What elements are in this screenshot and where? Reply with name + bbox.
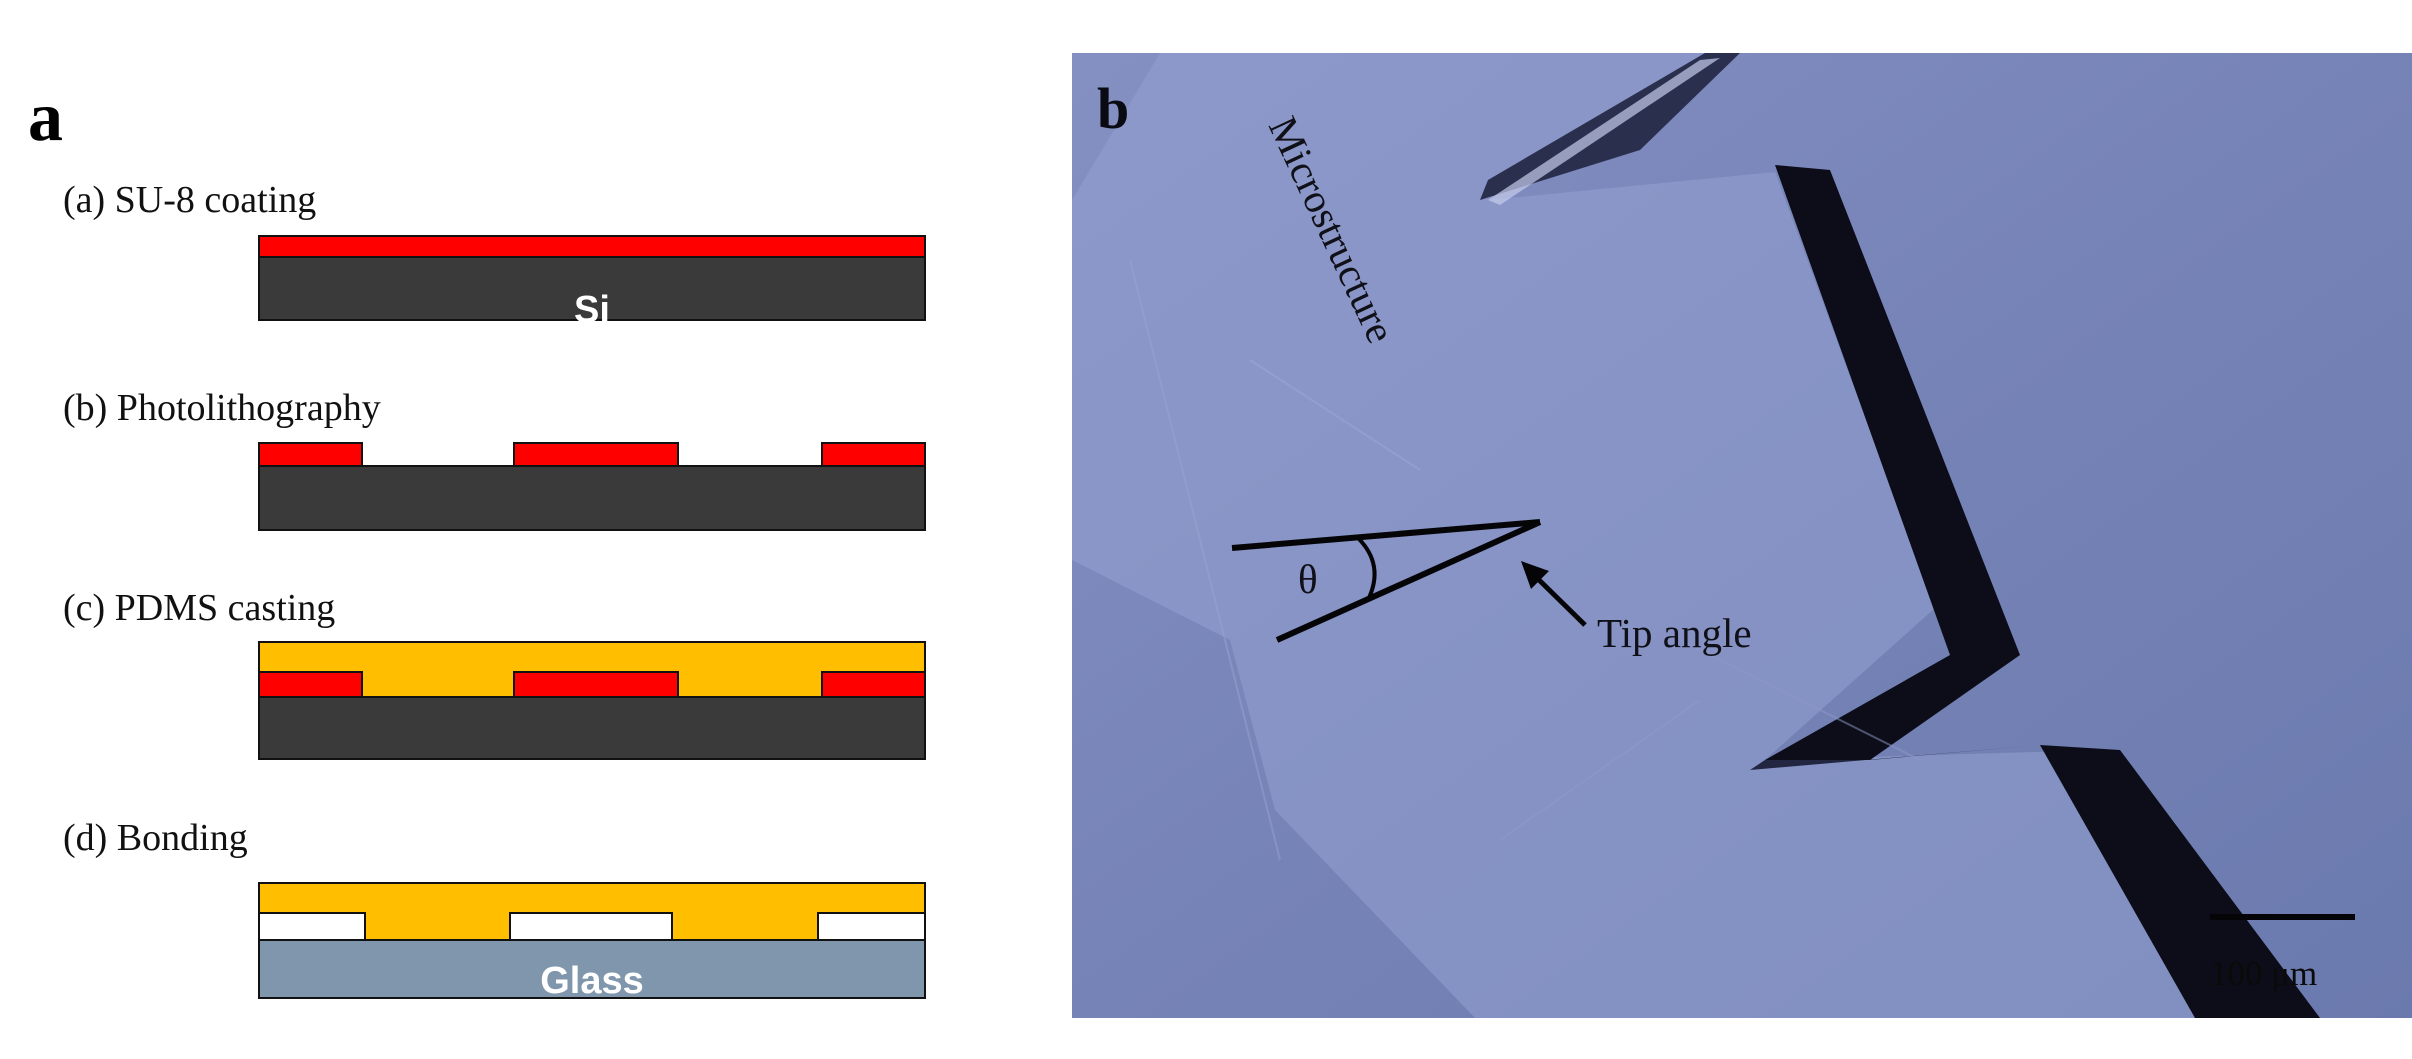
su8-block-c-2	[513, 671, 679, 698]
panel-b: b Microstructure θ Tip angle 100 μm	[1072, 53, 2412, 1018]
step-su8-coating: (a) SU-8 coating Si	[63, 179, 926, 331]
step-label-pdms-casting: (c) PDMS casting	[63, 587, 335, 629]
pdms-layer-d	[258, 882, 926, 941]
scale-bar-label: 100 μm	[2210, 954, 2317, 993]
glass-substrate	[258, 939, 926, 999]
step-bonding: (d) Bonding Glass	[63, 817, 926, 1002]
su8-block-b-3	[821, 442, 926, 467]
tip-angle-line-upper	[1231, 519, 1541, 551]
su8-block-c-3	[821, 671, 926, 698]
micrograph	[1072, 53, 2412, 1018]
texture-line-4	[1129, 259, 1281, 861]
texture-line-3	[1679, 639, 1921, 761]
texture-line-1	[1249, 359, 1421, 471]
texture-line-2	[1499, 699, 1701, 841]
panel-a-letter: a	[28, 79, 63, 156]
step-photolithography: (b) Photolithography	[63, 387, 926, 531]
lower-notch-shadow	[1750, 745, 2040, 770]
panel-a: a (a) SU-8 coating Si (b) Photolithograp…	[28, 79, 926, 1002]
su8-block-b-2	[513, 442, 679, 467]
channel-d-2	[509, 912, 673, 941]
lower-dark-edge	[2040, 745, 2320, 1018]
su8-block-b-1	[258, 442, 363, 467]
si-substrate-b	[258, 465, 926, 531]
step-label-photolithography: (b) Photolithography	[63, 387, 381, 429]
step-label-bonding: (d) Bonding	[63, 817, 248, 859]
channel-d-1	[258, 912, 366, 941]
si-substrate-c	[258, 696, 926, 760]
tip-angle-line-lower	[1275, 519, 1542, 643]
si-label: Si	[574, 289, 610, 331]
microstructure-band	[1072, 53, 2300, 1018]
step-pdms-casting: (c) PDMS casting	[63, 587, 926, 760]
su8-layer-a	[258, 235, 926, 258]
tip-arrow-shaft	[1533, 574, 1587, 627]
si-substrate-a	[258, 256, 926, 321]
step-label-su8-coating: (a) SU-8 coating	[63, 179, 316, 221]
tip-angle-label: Tip angle	[1597, 610, 1752, 656]
dark-zigzag-edge	[1765, 165, 2020, 760]
tip-arrow-head	[1521, 561, 1549, 589]
angle-symbol: θ	[1298, 556, 1318, 602]
su8-block-c-1	[258, 671, 363, 698]
glass-label: Glass	[540, 960, 644, 1002]
channel-d-3	[817, 912, 926, 941]
panel-b-letter: b	[1097, 76, 1129, 141]
angle-arc	[1356, 536, 1377, 601]
upper-notch-highlight	[1488, 58, 1720, 205]
